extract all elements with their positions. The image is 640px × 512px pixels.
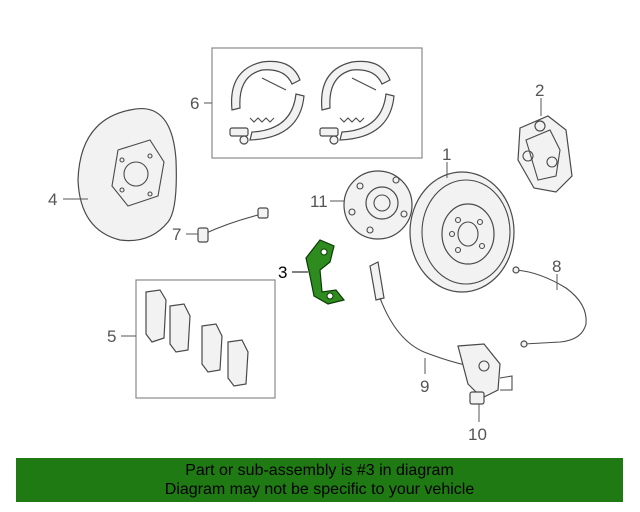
callout-9: 9 [420,377,429,396]
part-9-abs-sensor-wire[interactable] [369,261,471,367]
banner-line-1: Part or sub-assembly is #3 in diagram [185,462,454,479]
part-5-brake-pads[interactable] [135,279,276,399]
part-8-brake-line[interactable] [512,266,587,348]
part-7-wear-sensor[interactable] [197,207,269,243]
callout-3: 3 [278,263,287,282]
part-6-parking-brake-shoes[interactable] [211,47,423,159]
part-2-brake-caliper[interactable] [517,115,573,193]
callout-11: 11 [310,192,328,211]
part-1-brake-rotor[interactable] [409,171,515,293]
callout-6: 6 [190,94,199,113]
part-11-hub-flange[interactable] [343,170,413,240]
part-4-backing-plate[interactable] [77,108,177,242]
part-3-caliper-bracket[interactable] [305,239,346,305]
banner-line-2: Diagram may not be specific to your vehi… [164,481,475,498]
callout-2: 2 [535,81,544,100]
callout-5: 5 [107,327,116,346]
callout-4: 4 [48,190,57,209]
callout-10: 10 [468,425,487,444]
part-10-abs-sensor[interactable] [457,343,513,405]
callout-1: 1 [442,145,451,164]
info-banner: Part or sub-assembly is #3 in diagram Di… [16,458,623,502]
callout-8: 8 [552,257,561,276]
parts-diagram: 6 4 7 11 [48,47,587,444]
callout-7: 7 [172,225,181,244]
